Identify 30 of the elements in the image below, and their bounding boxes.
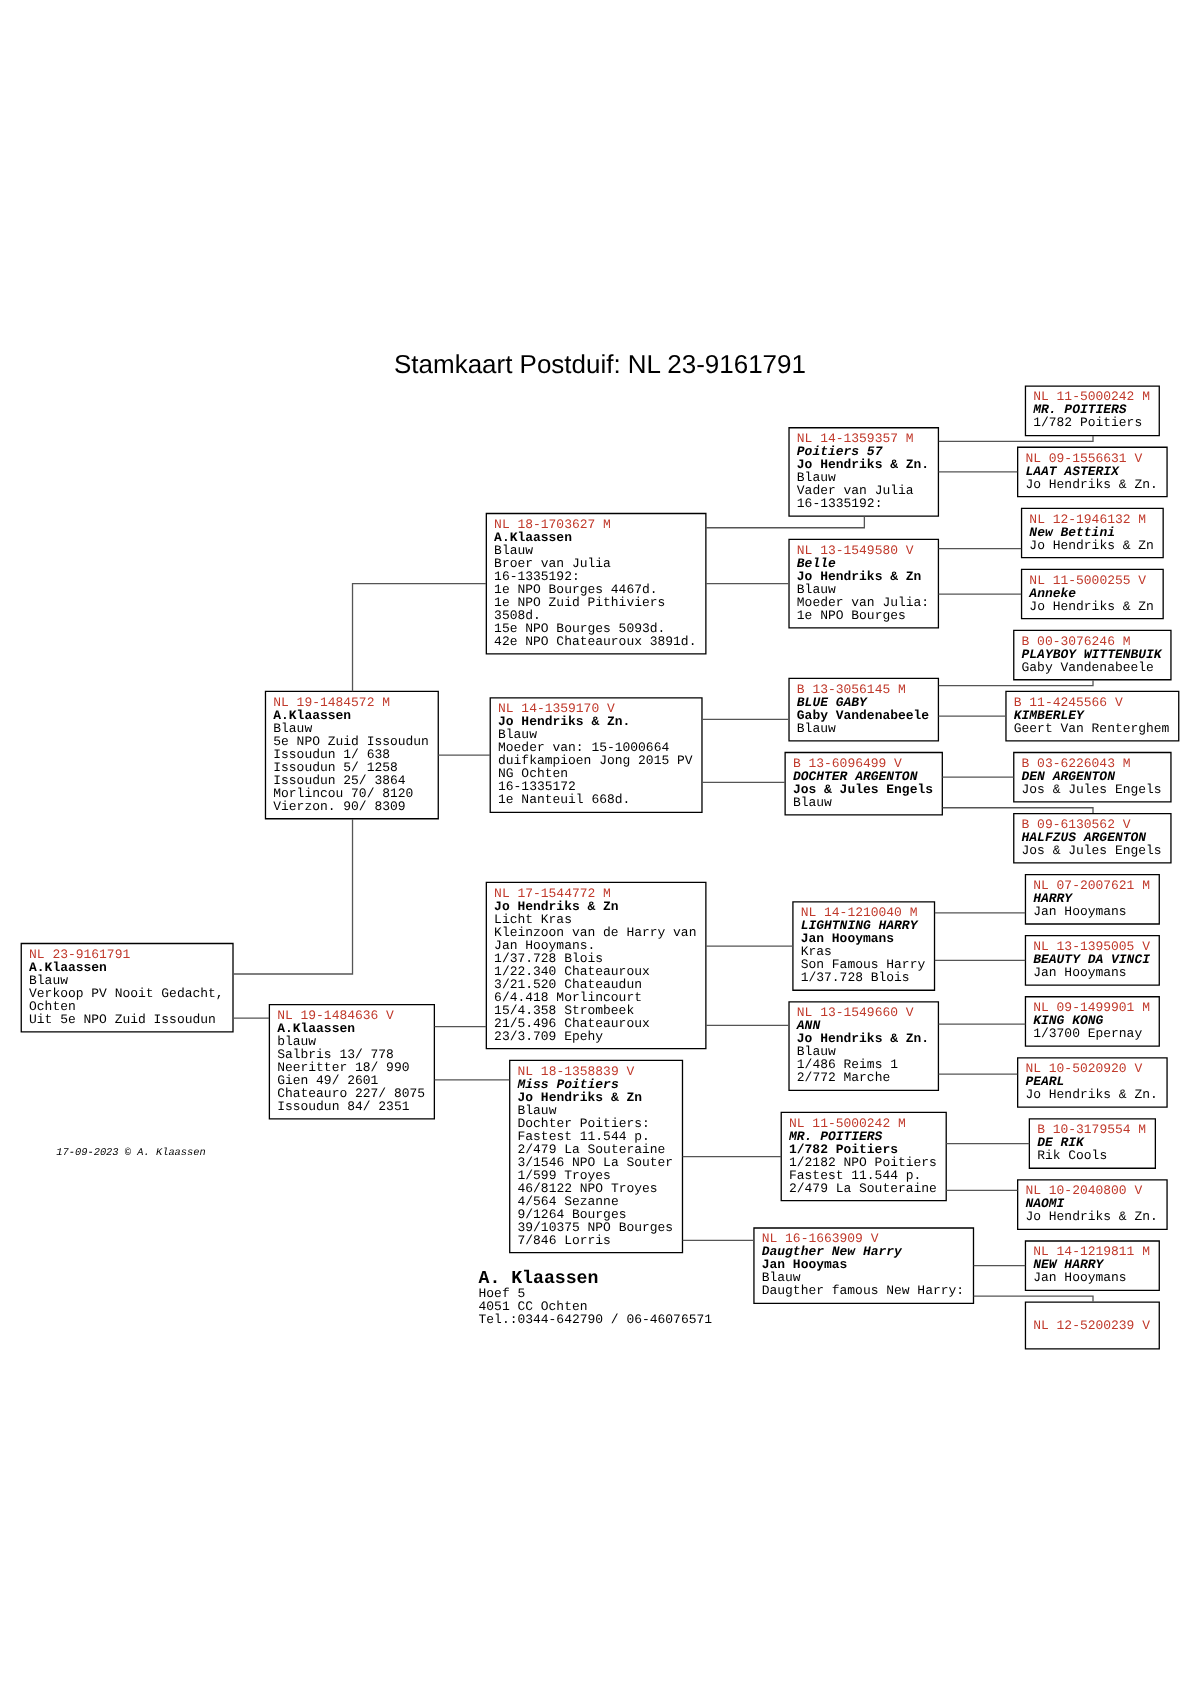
connector bbox=[945, 1189, 1019, 1191]
connector bbox=[705, 1024, 790, 1026]
connector bbox=[937, 715, 1007, 717]
connector bbox=[701, 718, 790, 721]
connector bbox=[942, 807, 1094, 814]
connector bbox=[945, 1142, 1030, 1145]
connector bbox=[701, 781, 786, 784]
connector bbox=[232, 818, 354, 975]
connector bbox=[437, 754, 491, 756]
connector bbox=[705, 945, 794, 947]
connector bbox=[937, 547, 1022, 550]
connector bbox=[941, 776, 1015, 778]
connector bbox=[433, 1079, 510, 1081]
connector bbox=[934, 912, 1026, 914]
diagram-title: Stamkaart Postduif: NL 23-9161791 bbox=[394, 349, 806, 380]
connector bbox=[973, 1265, 1026, 1267]
connector bbox=[351, 583, 487, 692]
connector bbox=[232, 1017, 270, 1019]
connector bbox=[937, 1023, 1027, 1025]
connector bbox=[705, 583, 790, 585]
connector bbox=[938, 679, 1094, 687]
connector bbox=[705, 515, 865, 529]
connector bbox=[937, 1073, 1018, 1075]
connector bbox=[937, 471, 1018, 473]
connector bbox=[681, 1155, 782, 1158]
connector bbox=[937, 593, 1022, 595]
connector bbox=[681, 1239, 755, 1241]
connector bbox=[934, 959, 1026, 961]
connector bbox=[433, 1026, 487, 1028]
label: A. Klaassen bbox=[478, 1266, 599, 1289]
